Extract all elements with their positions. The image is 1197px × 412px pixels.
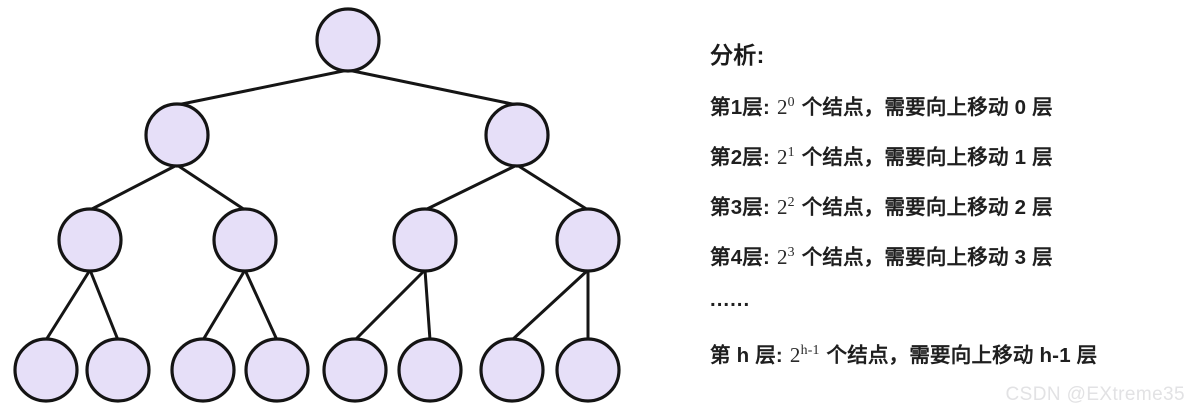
tree-edge [88,268,120,342]
analysis-line-lead: 第3层: [710,196,771,219]
tree-node [170,337,236,403]
tree-level-3-nodes [57,207,621,273]
tree-node [397,337,463,403]
tree-node [13,337,79,403]
formula-exponent: 2 [787,194,795,209]
formula-base: 2 [776,145,788,169]
analysis-line-level-1: 第1层: 20 个结点，需要向上移动 0 层 [710,90,1053,120]
analysis-line-formula: 2h-1 [789,343,821,367]
tree-edges-level1-to-level2 [175,68,519,107]
tree-edge [346,68,519,107]
tree-node [322,337,388,403]
tree-edges-level2-to-level3 [88,163,590,212]
tree-node [244,337,310,403]
analysis-line-tail: 个结点，需要向上移动 h-1 层 [826,344,1098,367]
tree-edge [510,268,590,342]
tree-edge [515,163,590,212]
tree-level-1-nodes [315,7,381,73]
analysis-heading: 分析: [710,42,765,68]
tree-level-2-nodes [144,102,550,168]
formula-exponent: h-1 [800,342,820,357]
tree-level-4-nodes [13,337,621,403]
analysis-line-level-2: 第2层: 21 个结点，需要向上移动 1 层 [710,140,1053,170]
tree-edge [175,68,350,107]
formula-base: 2 [776,245,788,269]
analysis-line-tail: 个结点，需要向上移动 0 层 [801,96,1053,119]
tree-edges-level3-to-level4 [44,268,590,342]
tree-node [555,337,621,403]
tree-node [85,337,151,403]
tree-edge [201,268,247,342]
tree-root-node [315,7,381,73]
analysis-line-level-h: 第 h 层: 2h-1 个结点，需要向上移动 h-1 层 [710,338,1097,368]
tree-edge [44,268,92,342]
formula-base: 2 [776,95,788,119]
tree-node [144,102,210,168]
tree-node [479,337,545,403]
tree-edge [423,268,432,342]
formula-base: 2 [776,195,788,219]
tree-edge [88,163,179,212]
tree-edge [175,163,247,212]
tree-node [555,207,621,273]
analysis-line-formula: 23 [776,245,796,269]
formula-exponent: 3 [787,244,795,259]
analysis-line-level-4: 第4层: 23 个结点，需要向上移动 3 层 [710,240,1053,270]
analysis-line-formula: 20 [776,95,796,119]
analysis-line-lead: 第1层: [710,96,771,119]
tree-edge [423,163,519,212]
csdn-watermark: CSDN @EXtreme35 [1005,384,1185,405]
analysis-line-lead: 第2层: [710,146,771,169]
analysis-line-formula: 21 [776,145,796,169]
analysis-panel: 分析: 第1层: 20 个结点，需要向上移动 0 层 第2层: 21 个结点，需… [706,0,1197,412]
binary-tree-svg [13,7,621,403]
tree-node [57,207,123,273]
analysis-line-tail: 个结点，需要向上移动 2 层 [801,196,1053,219]
analysis-line-tail: 个结点，需要向上移动 3 层 [801,246,1053,269]
tree-node [392,207,458,273]
formula-exponent: 0 [787,94,795,109]
tree-node [212,207,278,273]
binary-tree-diagram [13,7,621,403]
tree-node [484,102,550,168]
analysis-ellipsis: ...... [710,288,751,311]
analysis-line-level-3: 第3层: 22 个结点，需要向上移动 2 层 [710,190,1053,220]
formula-exponent: 1 [787,144,795,159]
analysis-line-formula: 22 [776,195,796,219]
analysis-line-lead: 第4层: [710,246,771,269]
tree-edge [243,268,279,342]
formula-base: 2 [789,343,801,367]
tree-edge [353,268,427,342]
analysis-line-tail: 个结点，需要向上移动 1 层 [801,146,1053,169]
analysis-line-lead: 第 h 层: [710,344,783,367]
